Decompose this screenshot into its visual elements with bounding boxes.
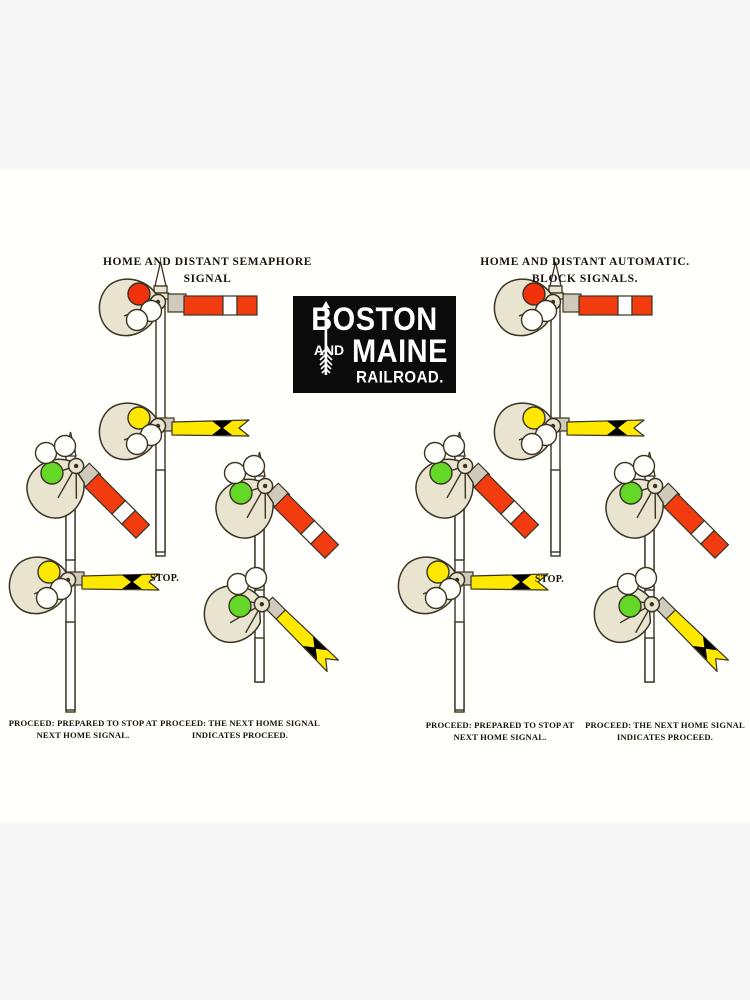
caption-right-group-2: PROCEED: THE NEXT HOME SIGNAL INDICATES … [585, 720, 745, 742]
distant-arm-blade [262, 596, 340, 673]
distant-spectacle [8, 556, 77, 615]
home-spectacle [98, 278, 167, 337]
distant-lens-yellow [127, 406, 151, 430]
herald-word-and: AND [313, 342, 345, 358]
stop-label-left: STOP. [150, 573, 180, 584]
home-lens-green [40, 461, 64, 485]
distant-lens-green [618, 594, 642, 618]
distant-lens-yellow [522, 406, 546, 430]
downward-arrow-icon [319, 301, 333, 375]
distant-arm-blade [546, 417, 645, 437]
signal-group-semaphore-proceed-prepared-to-stop [8, 431, 160, 713]
distant-arm-blade [151, 417, 250, 437]
distant-arm-blade [652, 596, 730, 673]
signal-group-automatic-block-stop [493, 261, 653, 557]
herald-word-boston: BOSTON [311, 302, 438, 338]
caption-left-group-2: PROCEED: THE NEXT HOME SIGNAL INDICATES … [160, 718, 320, 740]
distant-spectacle [98, 402, 167, 461]
title-left: HOME AND DISTANT SEMAPHORE SIGNAL [55, 254, 360, 287]
home-spectacle [493, 278, 562, 337]
distant-arm-blade [61, 571, 160, 591]
title-right-line1: HOME AND DISTANT AUTOMATIC. [480, 256, 690, 268]
mast-finial-icon [253, 451, 266, 477]
signal-group-automatic-block-proceed-clear [589, 451, 730, 683]
mast-finial-icon [453, 431, 466, 457]
signal-group-automatic-block-proceed-prepared-to-stop [397, 431, 549, 713]
signal-group-semaphore-stop [98, 261, 258, 557]
home-arm-blade [75, 462, 151, 539]
mast-finial-icon [64, 431, 77, 457]
distant-spectacle [493, 402, 562, 461]
home-arm-blade [464, 462, 540, 539]
title-right-line2: BLOCK SIGNALS. [531, 272, 639, 285]
distant-spectacle [397, 556, 466, 615]
title-right: HOME AND DISTANT AUTOMATIC. BLOCK SIGNAL… [435, 254, 735, 287]
distant-lens-yellow [426, 560, 450, 584]
herald-word-railroad: RAILROAD. [356, 368, 444, 387]
home-arm-blade [654, 482, 730, 559]
caption-right-group-1: PROCEED: PREPARED TO STOP AT NEXT HOME S… [425, 720, 575, 742]
caption-left-group-1: PROCEED: PREPARED TO STOP AT NEXT HOME S… [8, 718, 158, 740]
distant-arm-blade [450, 571, 549, 591]
title-left-line2: SIGNAL [183, 272, 232, 285]
home-lens-green [619, 481, 643, 505]
home-arm-blade [562, 293, 653, 316]
boston-and-maine-herald: BOSTON AND MAINE RAILROAD. [293, 296, 456, 393]
home-arm-blade [264, 482, 340, 559]
signal-group-semaphore-proceed-clear [199, 451, 340, 683]
title-left-line1: HOME AND DISTANT SEMAPHORE [102, 256, 313, 268]
herald-word-maine: MAINE [352, 334, 448, 370]
stop-label-right: STOP. [535, 574, 565, 585]
home-arm-blade [167, 293, 258, 316]
artboard: HOME AND DISTANT SEMAPHORE SIGNAL HOME A… [0, 170, 750, 822]
distant-lens-yellow [37, 560, 61, 584]
mast-finial-icon [643, 451, 656, 477]
home-lens-green [429, 461, 453, 485]
home-lens-green [229, 481, 253, 505]
bottom-margin-band [0, 822, 750, 1000]
distant-lens-green [228, 594, 252, 618]
top-margin-band [0, 0, 750, 170]
